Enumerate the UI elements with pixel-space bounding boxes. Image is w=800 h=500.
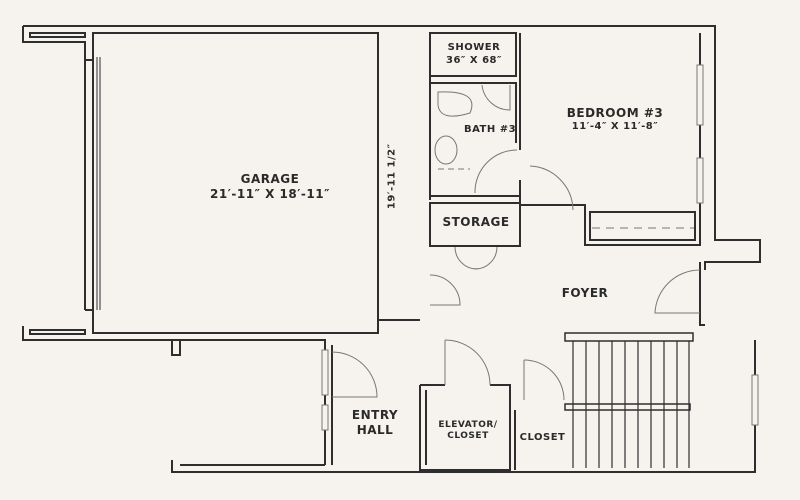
room-label-elevator-closet: ELEVATOR/ CLOSET	[438, 420, 498, 442]
room-name: SHOWER	[447, 42, 501, 53]
room-name: BEDROOM #3	[566, 106, 664, 120]
room-label-storage: STORAGE	[442, 215, 510, 229]
room-label-bedroom: BEDROOM #3 11′-4″ X 11′-8″	[545, 106, 685, 134]
room-label-entry-hall: ENTRY HALL	[351, 408, 399, 437]
room-label-closet: CLOSET	[519, 432, 566, 443]
room-label-bath: BATH #3	[463, 124, 517, 135]
room-dims: 21′-11″ X 18′-11″	[210, 187, 330, 201]
room-dims: 11′-4″ X 11′-8″	[571, 121, 659, 132]
room-label-garage: GARAGE 21′-11″ X 18′-11″	[190, 172, 350, 202]
dimension-label: 19′-11 1/2″	[386, 143, 398, 210]
room-dims: 36″ X 68″	[446, 54, 502, 66]
room-label-foyer: FOYER	[561, 286, 609, 300]
room-label-shower: SHOWER 36″ X 68″	[433, 42, 515, 67]
room-name: GARAGE	[240, 172, 300, 186]
